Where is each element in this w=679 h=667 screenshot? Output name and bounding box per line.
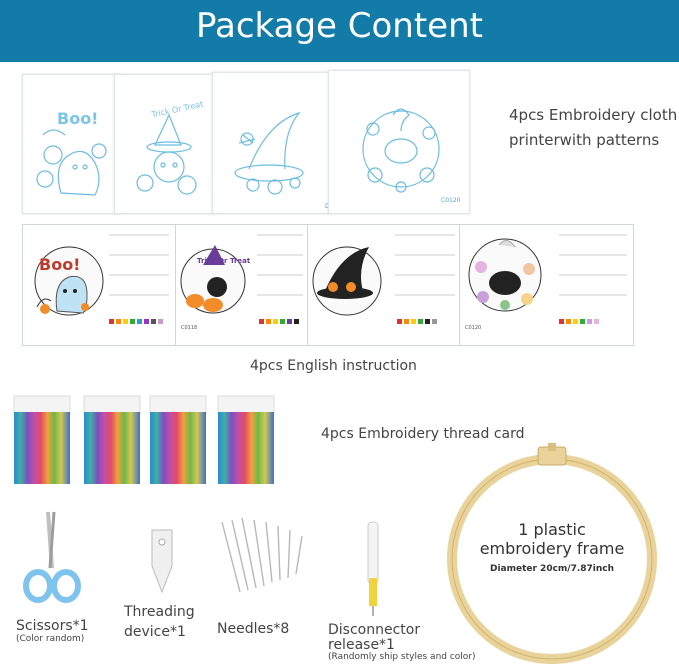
cat-witch-hat-pattern — [136, 113, 197, 195]
scissors-label: Scissors*1 (Color random) — [16, 618, 89, 644]
scissors-icon — [23, 511, 81, 603]
hoop-line2: embroidery frame — [479, 539, 625, 558]
hoop-diameter: Diameter 20cm/7.87inch — [489, 564, 615, 574]
cloth-code: C0120 — [441, 197, 461, 204]
instruction-sheet-4: C0120 — [459, 225, 633, 345]
header-banner: Package Content — [0, 0, 679, 62]
thread-card-1 — [13, 395, 71, 484]
boo-ghost-pattern — [36, 129, 107, 196]
instruction-sheet-2: Trick Or Treat C0118 — [175, 225, 308, 345]
cloth-label: 4pcs Embroidery cloth printerwith patter… — [509, 103, 677, 153]
threader-icon — [151, 529, 173, 594]
cloth-label-line2: printerwith patterns — [509, 131, 660, 149]
witch-hat-illustration — [312, 234, 455, 324]
instruction-label: 4pcs English instruction — [250, 358, 417, 374]
boo-ghost-illustration — [34, 234, 169, 324]
thread-label: 4pcs Embroidery thread card — [321, 426, 525, 442]
instruction-sheets: Boo! Trick Or Treat C0118 — [22, 224, 634, 346]
threader-label: Threading device*1 — [124, 602, 195, 642]
cloth-label-line1: 4pcs Embroidery cloth — [509, 106, 678, 124]
disconnector-line2: release*1 — [328, 637, 395, 653]
embroidery-cloth-4: C0120 — [328, 70, 470, 214]
scissors-name: Scissors*1 — [16, 618, 89, 634]
disconnector-label: Disconnector release*1 (Randomly ship st… — [328, 622, 476, 662]
hoop-text: 1 plastic embroidery frame Diameter 20cm… — [440, 520, 664, 574]
disconnector-note: (Randomly ship styles and color) — [328, 652, 476, 662]
threader-line1: Threading — [124, 604, 195, 620]
witch-hat-pattern — [234, 111, 304, 195]
embroidery-hoop-icon — [447, 443, 657, 664]
needles-label: Needles*8 — [217, 621, 290, 637]
seam-ripper-icon — [367, 521, 379, 616]
thread-cards — [13, 395, 275, 484]
cloth-text: Boo! — [57, 109, 99, 128]
sheet-code: C0118 — [181, 325, 198, 331]
cauldron-flower-illustration — [468, 234, 627, 324]
sheet-title: Trick Or Treat — [197, 257, 251, 265]
cauldron-flower-pattern — [362, 108, 440, 193]
threader-line2: device*1 — [124, 624, 186, 640]
disconnector-line1: Disconnector — [328, 622, 421, 638]
hoop-line1: 1 plastic — [518, 520, 586, 539]
thread-card-4 — [217, 395, 275, 484]
embroidery-cloth-2: Trick Or Treat — [114, 74, 216, 214]
cloth-code: D — [325, 203, 330, 210]
thread-card-2 — [83, 395, 141, 484]
embroidery-cloth-1: Boo! — [22, 74, 120, 214]
instruction-sheet-3 — [307, 225, 460, 345]
instruction-sheet-1: Boo! — [23, 225, 176, 345]
page-title: Package Content — [196, 6, 483, 46]
thread-card-3 — [149, 395, 207, 484]
scissors-note: (Color random) — [16, 634, 85, 644]
sheet-code: C0120 — [465, 325, 482, 331]
sheet-title: Boo! — [39, 255, 81, 274]
embroidery-cloth-3: D — [212, 72, 330, 214]
needles-icon — [221, 517, 303, 593]
cat-pumpkin-illustration — [180, 234, 303, 324]
